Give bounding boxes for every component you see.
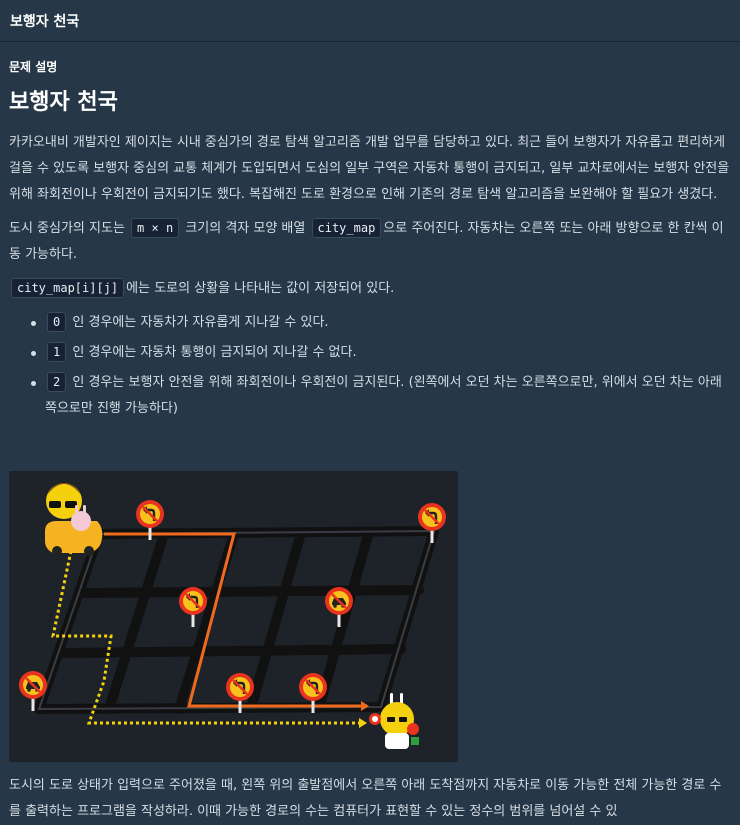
- problem-description: 문제 설명 보행자 천국 카카오내비 개발자인 제이지는 시내 중심가의 경로 …: [0, 42, 740, 422]
- rule-code: 1: [47, 342, 67, 362]
- orange-route: [104, 532, 361, 708]
- intro-paragraph: 카카오내비 개발자인 제이지는 시내 중심가의 경로 탐색 알고리즘 개발 업무…: [9, 135, 730, 202]
- city-map-svg: [17, 483, 448, 749]
- code-city-map-ij: city_map[i][j]: [11, 278, 125, 298]
- bottom-paragraph: 도시의 도로 상태가 입력으로 주어졌을 때, 왼쪽 위의 출발점에서 오른쪽 …: [9, 778, 722, 819]
- map-desc-suffix: 으로 주어진다. 자동차는 오른쪽 또는 아래 방향으로 한 칸씩 이동 가능하…: [9, 221, 724, 262]
- map-desc-middle: 크기의 격자 모양 배열: [185, 221, 306, 236]
- rule-text: 인 경우는 보행자 안전을 위해 좌회전이나 우회전이 금지된다. (왼쪽에서 …: [45, 375, 722, 416]
- rule-code: 0: [47, 312, 67, 332]
- arrival-character-icon: [369, 693, 419, 749]
- rules-list: 0 인 경우에는 자동차가 자유롭게 지나갈 수 있다. 1 인 경우에는 자동…: [9, 310, 731, 422]
- problem-title: 보행자 천국: [10, 13, 80, 30]
- list-item: 1 인 경우에는 자동차 통행이 금지되어 지나갈 수 없다.: [31, 340, 731, 366]
- section-label: 문제 설명: [9, 60, 58, 74]
- no-left-turn-icon: [416, 501, 448, 545]
- list-item: 2 인 경우는 보행자 안전을 위해 좌회전이나 우회전이 금지된다. (왼쪽에…: [31, 370, 731, 422]
- road-grid-edges: [37, 529, 436, 711]
- rule-code: 2: [47, 372, 67, 392]
- cell-desc-suffix: 에는 도로의 상황을 나타내는 값이 저장되어 있다.: [126, 281, 395, 296]
- list-item: 0 인 경우에는 자동차가 자유롭게 지나갈 수 있다.: [31, 310, 731, 336]
- rule-text: 인 경우에는 자동차가 자유롭게 지나갈 수 있다.: [72, 315, 329, 330]
- yellow-route: [51, 550, 359, 725]
- page-title: 보행자 천국: [9, 90, 118, 115]
- map-desc-prefix: 도시 중심가의 지도는: [9, 221, 125, 236]
- cell-description: city_map[i][j]에는 도로의 상황을 나타내는 값이 저장되어 있다…: [9, 276, 731, 302]
- start-car-character-icon: [45, 483, 103, 556]
- city-map-illustration: [9, 471, 458, 762]
- rule-text: 인 경우에는 자동차 통행이 금지되어 지나갈 수 없다.: [72, 345, 357, 360]
- code-city-map: city_map: [311, 218, 382, 238]
- code-m-n: m × n: [131, 218, 180, 238]
- top-bar: 보행자 천국: [0, 0, 740, 42]
